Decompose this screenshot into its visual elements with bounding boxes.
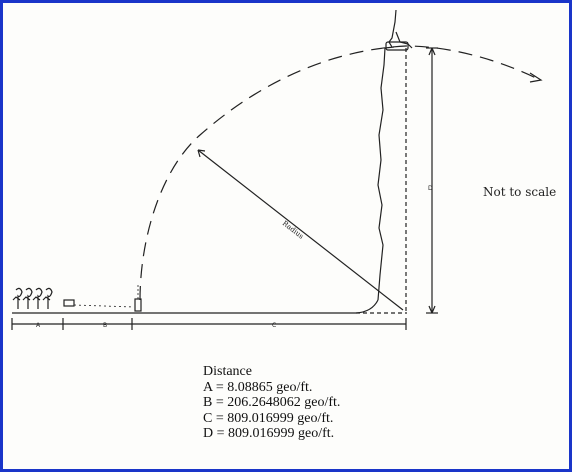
distance-legend: Distance A = 8.08865 geo/ft. B = 206.264… <box>203 364 340 442</box>
instrument-box <box>63 299 75 307</box>
tower-platform <box>385 41 409 51</box>
radius-arrow-head <box>197 149 206 158</box>
arc-arrow-head <box>529 72 543 83</box>
people-figures <box>12 287 53 309</box>
cliff-face <box>377 47 386 301</box>
cliff-base-curve <box>355 299 379 314</box>
legend-line-d: D = 809.016999 geo/ft. <box>203 426 335 442</box>
segment-d-label: D <box>428 185 433 192</box>
sight-arc <box>139 45 541 301</box>
legend-title: Distance <box>203 364 252 379</box>
segment-a-label: A <box>36 322 41 329</box>
radius-label: Radius <box>281 219 305 241</box>
not-to-scale-note: Not to scale <box>483 185 557 199</box>
legend-line-b: B = 206.2648062 geo/ft. <box>203 395 341 411</box>
middle-marker <box>134 298 142 312</box>
legend-line-a: A = 8.08865 geo/ft. <box>203 379 313 395</box>
segment-c-label: C <box>272 322 276 329</box>
tower-top <box>388 9 413 49</box>
sight-line <box>73 304 135 308</box>
radius-line <box>197 149 404 311</box>
legend-line-c: C = 809.016999 geo/ft. <box>203 410 334 426</box>
segment-b-label: B <box>103 322 107 329</box>
